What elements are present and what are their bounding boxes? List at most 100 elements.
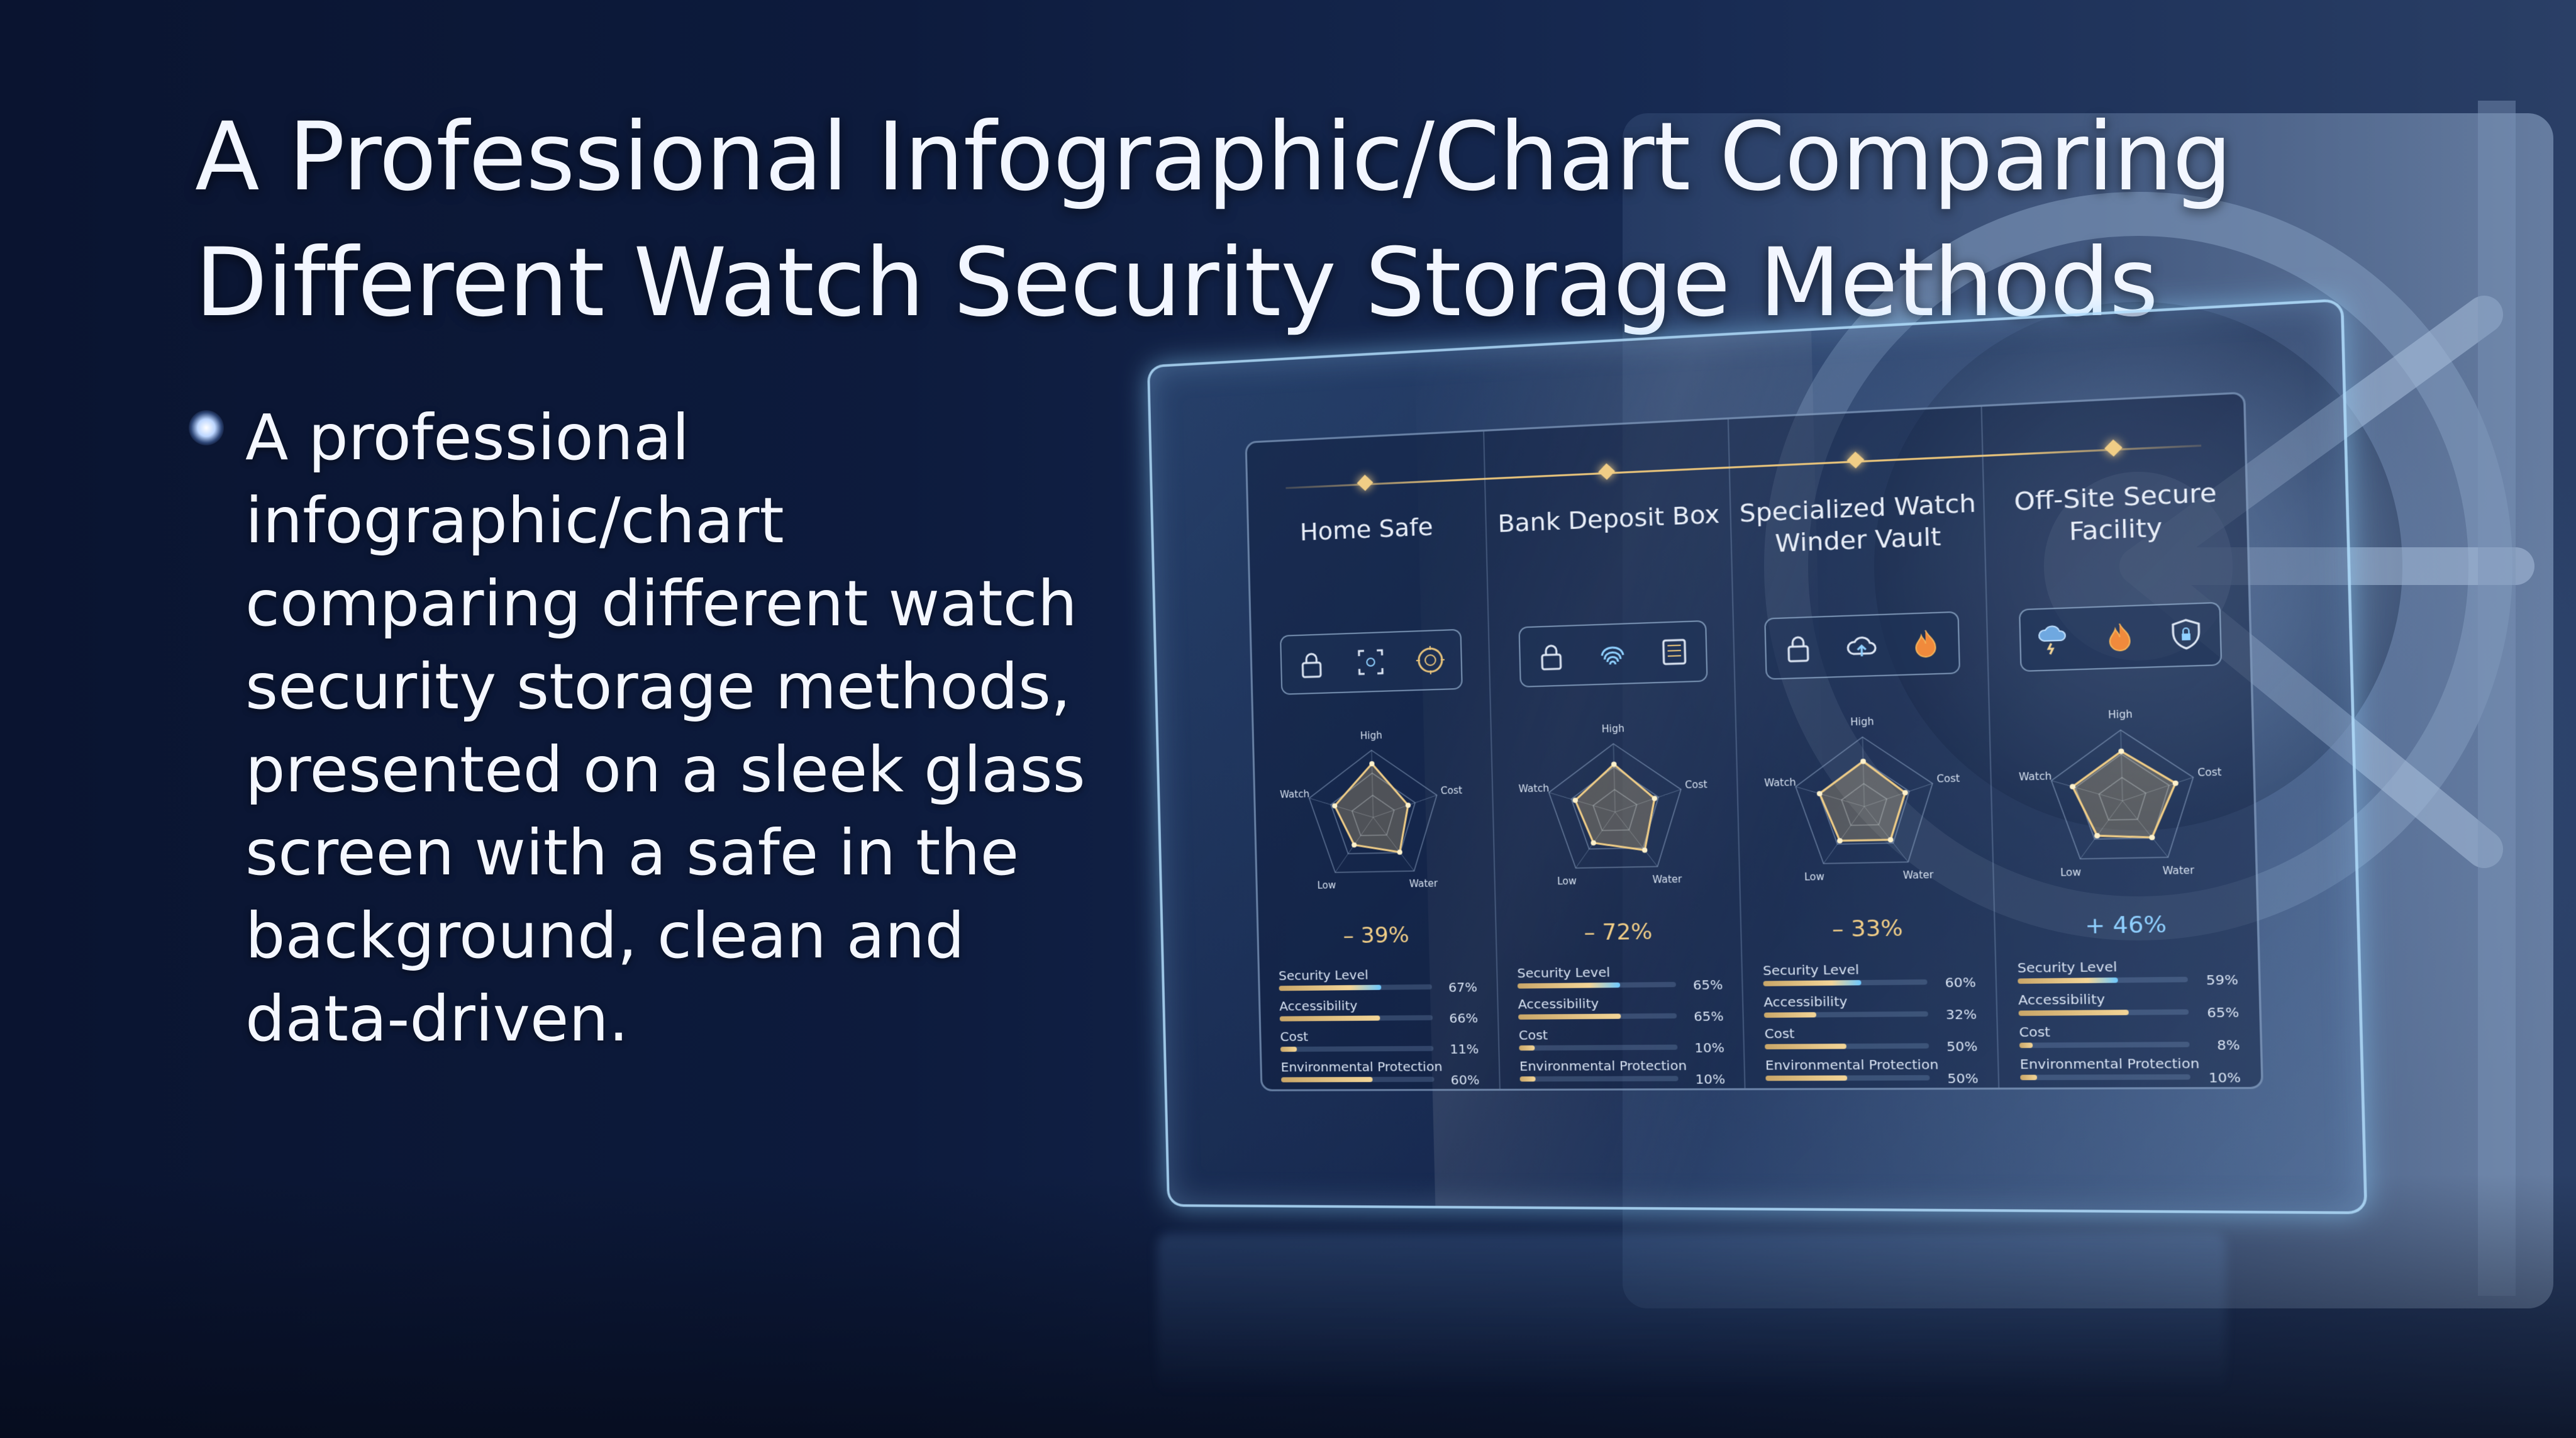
cloud-upload-icon xyxy=(1842,627,1882,665)
metric-bar-fill xyxy=(2018,977,2118,984)
change-value: + 46% xyxy=(2084,911,2167,940)
metric-label: Security Level xyxy=(1762,961,1860,979)
metric-label: Cost xyxy=(1518,1027,1548,1043)
metric-row: Accessibility 65% xyxy=(2018,991,2240,1025)
metric-bar-track xyxy=(2019,1042,2190,1049)
radar-axis-label: High xyxy=(1850,715,1874,728)
metric-bar-fill xyxy=(1280,1046,1297,1052)
metric-label: Accessibility xyxy=(2018,991,2106,1008)
metric-value: 65% xyxy=(2206,1004,2240,1021)
metric-row: Security Level 67% xyxy=(1279,966,1477,999)
metric-value: 11% xyxy=(1450,1041,1479,1057)
radar-axis-label: Low xyxy=(2060,866,2082,879)
lock-icon xyxy=(1293,645,1330,682)
metric-bar-track xyxy=(1517,981,1676,989)
timeline-marker xyxy=(2104,439,2123,457)
icon-group xyxy=(1764,611,1961,680)
combination-dial-icon xyxy=(1412,642,1449,679)
radar-axis-label: Water xyxy=(1652,874,1682,886)
metric-value: 66% xyxy=(1449,1010,1479,1026)
metric-label: Cost xyxy=(1280,1028,1309,1045)
radar-axis-label: Water xyxy=(2162,864,2195,877)
icon-group xyxy=(2018,601,2223,672)
radar-axis-label: High xyxy=(2108,708,2133,722)
metric-value: 59% xyxy=(2206,971,2239,988)
radar-series xyxy=(2072,750,2177,839)
metric-bar-fill xyxy=(1517,982,1621,989)
metric-value: 10% xyxy=(2208,1069,2241,1086)
face-scan-icon xyxy=(1352,644,1389,681)
metric-bar-track xyxy=(1279,1015,1433,1022)
bullet-list: A professional infographic/chart compari… xyxy=(189,396,1101,1061)
change-value: – 72% xyxy=(1584,918,1653,946)
floor-shadow xyxy=(0,1174,2576,1438)
bullet-dot xyxy=(189,410,224,445)
radar-axis-label: High xyxy=(1360,730,1382,742)
metric-value: 67% xyxy=(1448,979,1478,995)
radar-series xyxy=(1574,763,1656,851)
timeline-marker xyxy=(1846,451,1865,469)
metric-label: Environmental Protection xyxy=(1765,1056,1939,1073)
change-value: – 33% xyxy=(1831,915,1904,943)
metric-value: 8% xyxy=(2216,1037,2240,1054)
metric-bar-fill xyxy=(2019,1042,2033,1049)
column-title: Specialized Watch Winder Vault xyxy=(1739,488,1977,558)
metric-bar-fill xyxy=(1279,984,1382,991)
radar-axis-label: Cost xyxy=(1441,784,1463,796)
radar-axis-label: Watch xyxy=(1518,783,1549,795)
metric-row: Cost 10% xyxy=(1519,1027,1725,1059)
radar-axis-label: High xyxy=(1602,723,1625,735)
metric-bar-track xyxy=(1763,979,1928,986)
fire-icon xyxy=(1906,624,1946,662)
metric-bar-track xyxy=(1519,1044,1678,1051)
lock-icon xyxy=(1532,637,1570,675)
metric-value: 65% xyxy=(1693,1008,1724,1025)
icon-group xyxy=(1280,628,1463,695)
lock-icon xyxy=(1779,629,1818,667)
metric-label: Cost xyxy=(1764,1025,1795,1042)
metric-row: Cost 11% xyxy=(1280,1028,1479,1061)
metric-label: Cost xyxy=(2019,1023,2051,1040)
metric-bar-fill xyxy=(1519,1076,1536,1082)
metric-label: Security Level xyxy=(1278,967,1368,984)
safe-hinge-bar xyxy=(2478,101,2516,1296)
safe-background xyxy=(1623,101,2553,1308)
metric-bar-fill xyxy=(2018,1010,2129,1017)
metric-bar-fill xyxy=(1765,1075,1848,1081)
metric-bar-fill xyxy=(1519,1045,1535,1051)
metric-bar-track xyxy=(2020,1074,2190,1081)
metric-value: 10% xyxy=(1694,1039,1725,1056)
metric-bar-fill xyxy=(1518,1013,1621,1020)
column-title: Off-Site Secure Facility xyxy=(2013,477,2218,547)
metric-row: Cost 8% xyxy=(2019,1023,2240,1056)
metric-value: 10% xyxy=(1695,1071,1726,1088)
radar-axis-label: Watch xyxy=(2019,770,2052,783)
icon-group xyxy=(1518,620,1708,688)
metric-value: 65% xyxy=(1692,976,1723,993)
metric-bar-track xyxy=(1280,1045,1434,1052)
cloud-storm-icon xyxy=(2033,620,2074,659)
metric-bar-track xyxy=(2018,1009,2189,1017)
metric-bar-track xyxy=(1765,1043,1929,1050)
bullet-text: A professional infographic/chart compari… xyxy=(245,401,1085,1056)
glass-reflection xyxy=(1157,1233,2226,1396)
metric-bar-track xyxy=(1281,1076,1435,1083)
metric-bar-fill xyxy=(1763,979,1862,986)
metric-bar-fill xyxy=(2020,1074,2038,1081)
radar-axis-label: Cost xyxy=(1936,772,1960,785)
radar-axis-label: Watch xyxy=(1764,776,1796,789)
